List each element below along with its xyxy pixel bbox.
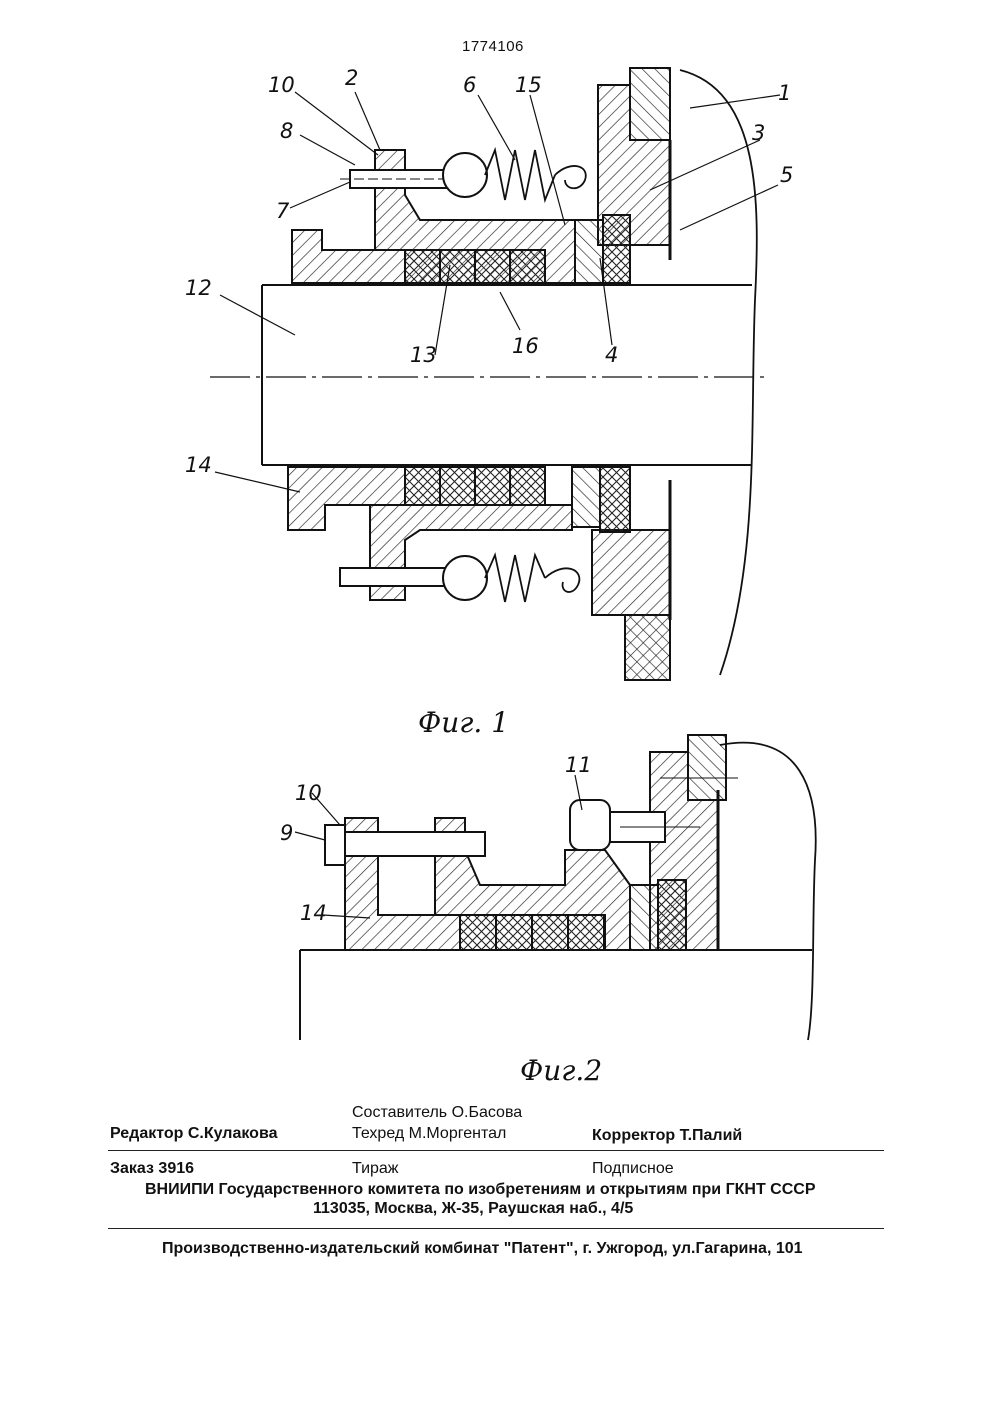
fig2-label-11: 11 — [565, 753, 592, 777]
figure-2-drawing — [295, 735, 816, 1040]
fig2-label-9: 9 — [280, 821, 293, 845]
fig1-label-14: 14 — [185, 453, 212, 477]
fig1-label-7: 7 — [276, 199, 290, 223]
footer-publisher: Производственно-издательский комбинат "П… — [162, 1240, 803, 1258]
fig1-label-10: 10 — [268, 73, 295, 97]
fig1-label-8: 8 — [280, 119, 293, 143]
footer-sostavitel: Составитель О.Басова — [352, 1104, 522, 1122]
figure-2-caption: Фиг.2 — [520, 1054, 602, 1087]
fig1-label-2: 2 — [345, 66, 358, 90]
figure-1-caption: Фиг. 1 — [418, 706, 509, 739]
footer-tirazh: Тираж — [352, 1160, 399, 1178]
fig1-label-6: 6 — [463, 73, 476, 97]
fig1-label-16: 16 — [512, 334, 539, 358]
fig1-label-13: 13 — [410, 343, 437, 367]
fig2-label-14: 14 — [300, 901, 327, 925]
flange-top — [630, 68, 670, 140]
fig1-label-4: 4 — [605, 343, 618, 367]
footer-korrektor: Корректор Т.Палий — [592, 1127, 742, 1145]
fig1-label-1: 1 — [778, 81, 791, 105]
figure-1-drawing — [210, 68, 780, 680]
footer-org: ВНИИПИ Государственного комитета по изоб… — [145, 1181, 816, 1199]
housing-outline — [680, 70, 757, 675]
footer-redaktor: Редактор С.Кулакова — [110, 1125, 277, 1143]
fig2-label-10: 10 — [295, 781, 322, 805]
footer-podpisnoe: Подписное — [592, 1160, 674, 1178]
footer-address: 113035, Москва, Ж-35, Раушская наб., 4/5 — [313, 1200, 633, 1218]
fig1-label-5: 5 — [780, 163, 793, 187]
footer-zakaz: Заказ 3916 — [110, 1160, 194, 1178]
footer-tehred: Техред М.Моргентал — [352, 1125, 506, 1143]
fig1-label-15: 15 — [515, 73, 542, 97]
footer-divider-top — [108, 1150, 884, 1151]
fig1-label-3: 3 — [752, 121, 765, 145]
fig1-label-12: 12 — [185, 276, 212, 300]
footer-divider-bottom — [108, 1228, 884, 1229]
